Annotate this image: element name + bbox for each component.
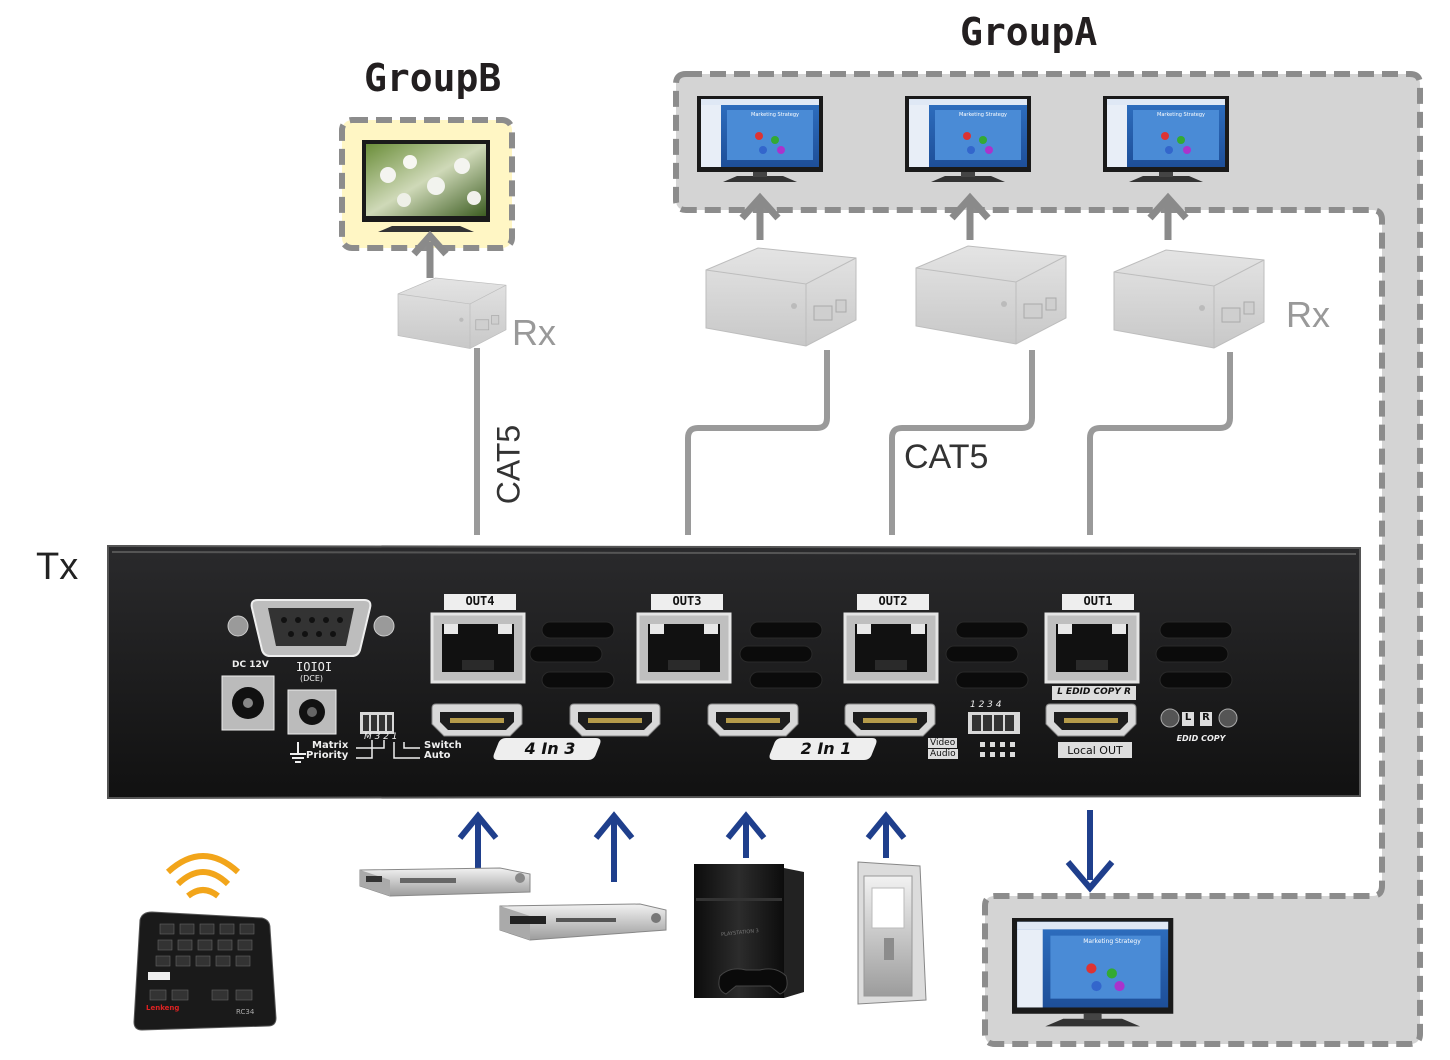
monitor-group-a-1 <box>697 96 823 182</box>
priority-label: Priority <box>306 750 349 761</box>
out4-label: OUT4 <box>465 594 495 608</box>
screen-a1-title: Marketing Strategy <box>751 112 799 118</box>
rs232-label: IOIOI <box>296 660 333 674</box>
pc-tower <box>857 861 927 1005</box>
dip-1234-label: 1 2 3 4 <box>970 700 1002 710</box>
screen-a2-title: Marketing Strategy <box>959 112 1007 118</box>
tx-label: Tx <box>36 546 79 588</box>
rj45-out4 <box>430 612 526 684</box>
wifi-icon <box>165 853 241 899</box>
cat5-cables <box>474 348 1233 535</box>
edid-copy-bottom-label: EDID COPY <box>1176 734 1226 743</box>
screen-a3-title: Marketing Strategy <box>1157 112 1205 118</box>
rj45-out1 <box>1044 612 1140 684</box>
local-out-label: Local OUT <box>1067 744 1123 757</box>
input-arrows <box>457 811 907 882</box>
out1-label: OUT1 <box>1083 594 1113 608</box>
tx-chassis <box>107 544 1361 800</box>
in-21-badge: 2 In 1 <box>800 739 852 758</box>
monitor-group-a-3 <box>1103 96 1229 182</box>
hdmi-in1 <box>844 703 936 737</box>
out2-label: OUT2 <box>878 594 908 608</box>
monitor-local-out <box>1012 918 1174 1027</box>
out-label-boxes <box>444 594 1134 610</box>
edid-l-button[interactable]: L <box>1184 712 1192 723</box>
hdmi-in3 <box>569 703 661 737</box>
dvd-player-2 <box>499 903 667 941</box>
cat5-label-horizontal: CAT5 <box>904 438 989 476</box>
hdmi-local-out <box>1045 703 1137 737</box>
edid-r-button[interactable]: R <box>1202 712 1210 723</box>
rj45-out2 <box>843 612 939 684</box>
rx-box-a3 <box>1113 249 1265 349</box>
audio-label: Audio <box>928 749 958 759</box>
rx-output-arrows <box>411 192 1189 278</box>
screen-local-title: Marketing Strategy <box>1083 938 1141 945</box>
local-out-arrow <box>1065 810 1115 893</box>
remote-control <box>133 911 277 1031</box>
monitor-group-a-2 <box>905 96 1031 182</box>
remote-model: RC34 <box>236 1008 255 1016</box>
switch-label: Switch <box>424 740 462 751</box>
edid-copy-top-label: L EDID COPY R <box>1057 687 1131 697</box>
hdmi-in4 <box>431 703 523 737</box>
rx-box-a1 <box>705 247 857 347</box>
matrix-label: Matrix <box>312 740 349 751</box>
rx-label-group-b: Rx <box>512 312 556 353</box>
rx-box-a2 <box>915 245 1067 345</box>
in-43-badge: 4 In 3 <box>524 739 576 758</box>
rx-label-group-a: Rx <box>1286 294 1330 335</box>
cat5-label-vertical: CAT5 <box>490 424 527 505</box>
dc-label: DC 12V <box>232 660 269 670</box>
auto-label: Auto <box>424 750 451 761</box>
dce-label: (DCE) <box>300 674 324 683</box>
dip-m321-label: M 3 2 1 <box>364 732 398 742</box>
video-label: Video <box>928 738 958 748</box>
group-b-title: GroupB <box>364 56 502 100</box>
ps3-console <box>694 864 804 998</box>
monitor-group-b <box>362 140 490 232</box>
rj45-out3 <box>636 612 732 684</box>
hdmi-in2 <box>707 703 799 737</box>
out3-label: OUT3 <box>672 594 702 608</box>
group-a-title: GroupA <box>960 10 1098 54</box>
rx-box-group-b <box>397 277 507 349</box>
remote-brand: Lenkeng <box>146 1004 180 1012</box>
dvd-player-1 <box>359 867 531 897</box>
